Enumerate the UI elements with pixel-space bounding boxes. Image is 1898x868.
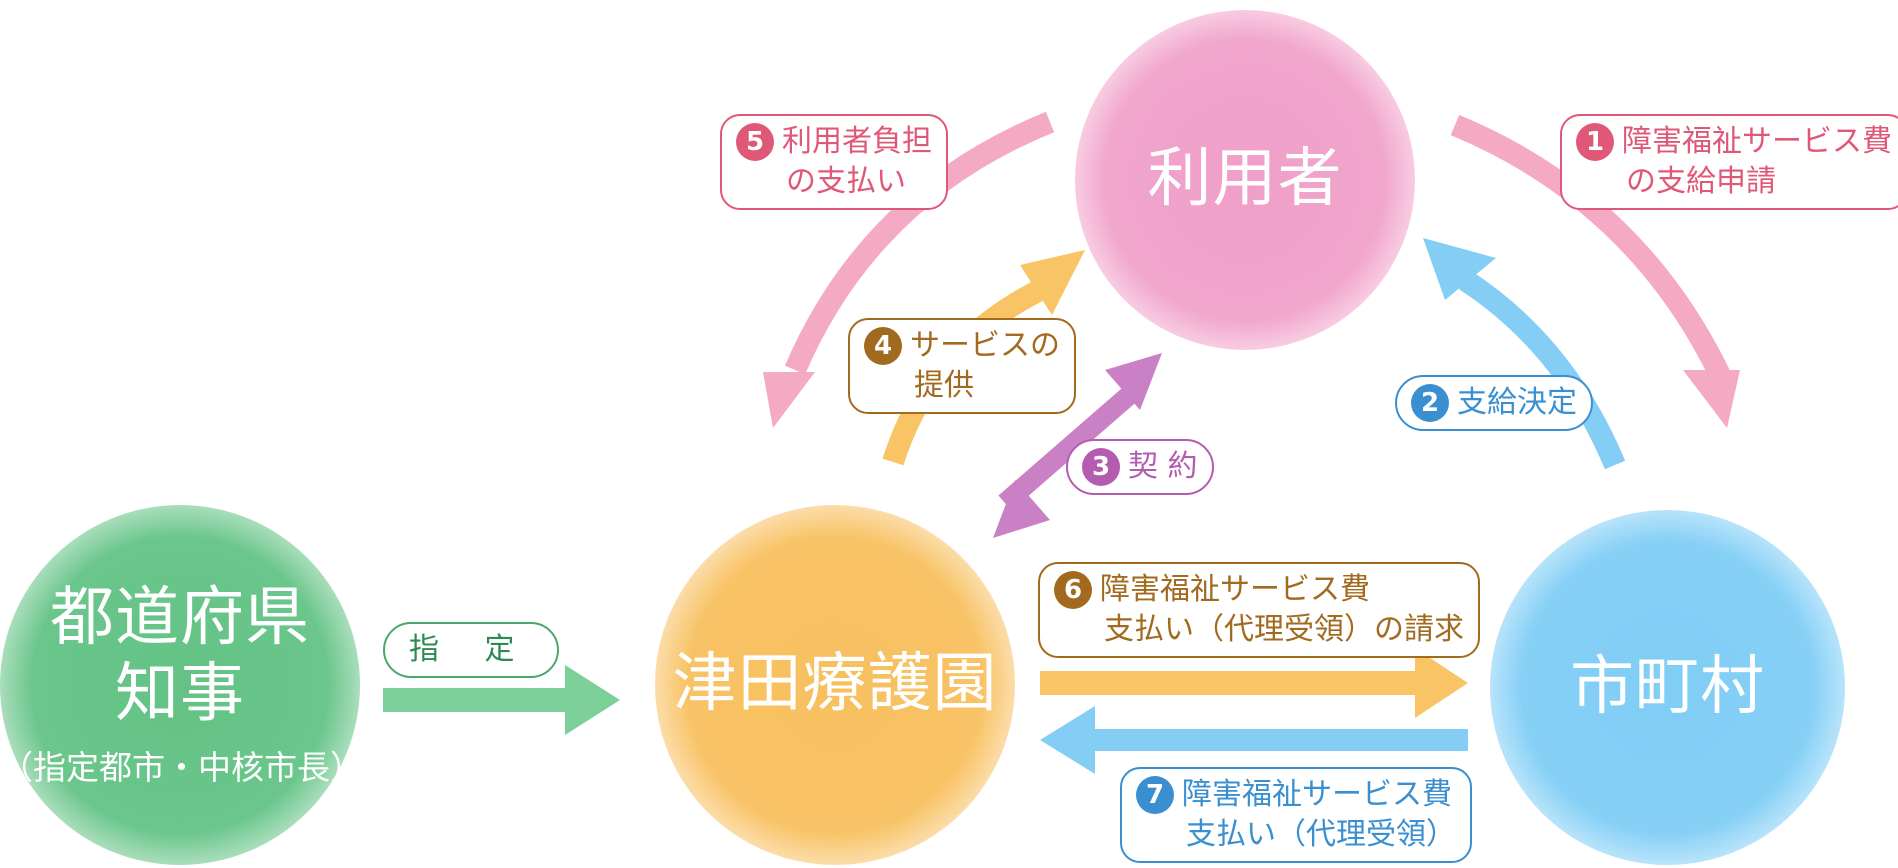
label-step1: 1 障害福祉サービス費 の支給申請 bbox=[1560, 114, 1898, 210]
node-tsuda: 津田療護園 bbox=[655, 505, 1015, 865]
step4-line2: 提供 bbox=[914, 368, 974, 403]
label-step7: 7 障害福祉サービス費 支払い（代理受領） bbox=[1120, 767, 1472, 863]
arrow-contract-head-top bbox=[1105, 353, 1162, 410]
arrow-user-payment-head bbox=[763, 372, 815, 428]
arrow-user-payment bbox=[784, 111, 1055, 375]
step7-number-badge: 7 bbox=[1136, 776, 1174, 814]
step7-line2: 支払い（代理受領） bbox=[1186, 817, 1456, 852]
step5-line2: の支払い bbox=[786, 164, 906, 199]
step2-number-badge: 2 bbox=[1411, 384, 1449, 422]
label-designation: 指 定 bbox=[383, 622, 559, 678]
step2-text: 支給決定 bbox=[1457, 385, 1577, 420]
node-prefecture-line2: 知事 bbox=[115, 657, 245, 731]
arrow-decision-head bbox=[1423, 238, 1496, 300]
node-user-label: 利用者 bbox=[1147, 142, 1343, 217]
arrow-designation-head bbox=[565, 665, 620, 735]
arrow-application-head bbox=[1683, 370, 1740, 428]
arrow-contract-head-bottom bbox=[993, 480, 1050, 538]
step6-number-badge: 6 bbox=[1054, 571, 1092, 609]
node-tsuda-label: 津田療護園 bbox=[672, 647, 998, 722]
step4-line1: サービスの bbox=[910, 328, 1060, 363]
arrow-claim-head bbox=[1415, 648, 1468, 718]
label-step2: 2 支給決定 bbox=[1395, 375, 1593, 431]
label-step5: 5 利用者負担 の支払い bbox=[720, 114, 948, 210]
designation-text: 指 定 bbox=[409, 632, 533, 667]
arrow-payment bbox=[1090, 729, 1468, 751]
step1-number-badge: 1 bbox=[1576, 123, 1614, 161]
step7-line1: 障害福祉サービス費 bbox=[1182, 777, 1452, 812]
arrow-payment-head bbox=[1040, 706, 1095, 774]
arrow-designation bbox=[383, 688, 568, 712]
step1-line2: の支給申請 bbox=[1626, 164, 1776, 199]
node-city-label: 市町村 bbox=[1570, 649, 1765, 724]
arrow-contract bbox=[998, 382, 1142, 511]
label-step6: 6 障害福祉サービス費 支払い（代理受領）の請求 bbox=[1038, 562, 1480, 658]
node-user: 利用者 bbox=[1075, 10, 1415, 350]
arrow-claim bbox=[1040, 671, 1420, 695]
node-prefecture-line1: 都道府県 bbox=[50, 581, 310, 656]
arrow-service-head bbox=[1020, 250, 1085, 315]
node-city: 市町村 bbox=[1490, 510, 1845, 865]
step5-number-badge: 5 bbox=[736, 123, 774, 161]
step6-line1: 障害福祉サービス費 bbox=[1100, 572, 1370, 607]
step3-text: 契 約 bbox=[1128, 449, 1198, 484]
arrow-decision bbox=[1459, 270, 1626, 470]
label-step4: 4 サービスの 提供 bbox=[848, 318, 1076, 414]
step4-number-badge: 4 bbox=[864, 327, 902, 365]
step1-line1: 障害福祉サービス費 bbox=[1622, 124, 1892, 159]
step3-number-badge: 3 bbox=[1082, 448, 1120, 486]
step5-line1: 利用者負担 bbox=[782, 124, 932, 159]
arrow-application bbox=[1450, 114, 1730, 380]
node-prefecture-sub: （指定都市・中核市長） bbox=[0, 747, 363, 787]
step6-line2: 支払い（代理受領）の請求 bbox=[1104, 612, 1464, 647]
node-prefecture: 都道府県 知事 （指定都市・中核市長） bbox=[0, 505, 363, 865]
label-step3: 3 契 約 bbox=[1066, 439, 1214, 495]
